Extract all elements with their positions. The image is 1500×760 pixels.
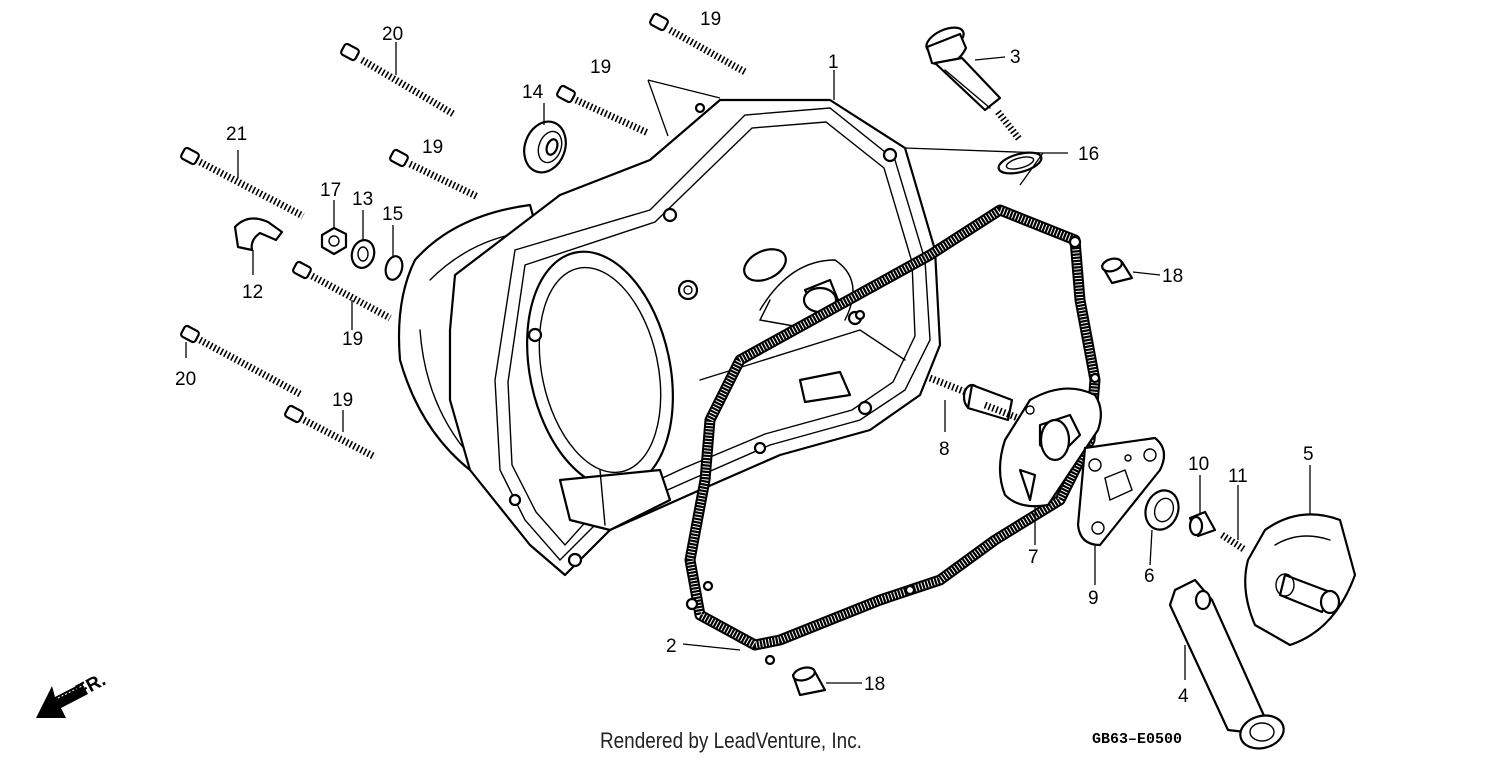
callout-19-mid: 19 — [590, 57, 611, 78]
callout-21: 21 — [226, 124, 247, 145]
cable-clamp — [233, 217, 284, 252]
callout-17: 17 — [320, 180, 341, 201]
cam-plate — [998, 387, 1102, 508]
callout-19-low: 19 — [342, 329, 363, 350]
starter-spindle — [1244, 513, 1357, 647]
callout-14: 14 — [522, 82, 544, 103]
kick-lever-arm — [1168, 578, 1285, 750]
washer — [350, 239, 376, 269]
dowel-pin-upper — [1100, 257, 1134, 285]
dowel-pin-lower — [791, 666, 827, 697]
stopper-plate — [1076, 436, 1166, 547]
callout-8: 8 — [939, 439, 950, 460]
cover-gasket — [684, 204, 1101, 666]
callout-20-top: 20 — [382, 24, 403, 45]
bolt-19-bottom — [284, 404, 377, 461]
bolt-19-left — [389, 148, 480, 201]
bolt-19-low — [292, 260, 392, 322]
callout-4: 4 — [1178, 686, 1189, 707]
front-direction-arrow-icon — [36, 683, 88, 718]
callout-20-low: 20 — [175, 369, 196, 390]
callout-19-top: 19 — [700, 9, 721, 30]
callout-7: 7 — [1028, 547, 1039, 568]
bolt-20-low — [180, 324, 302, 398]
callout-18-lower: 18 — [864, 674, 885, 695]
diagram-code: GB63–E0500 — [1092, 731, 1183, 748]
bolt-20-top — [340, 42, 457, 119]
seal-ring — [1144, 489, 1180, 531]
crankcase-cover — [397, 98, 942, 577]
spring — [1220, 532, 1247, 553]
callout-6: 6 — [1144, 566, 1155, 587]
callout-19-bottom: 19 — [332, 390, 353, 411]
leader-lines — [185, 42, 1311, 684]
callout-2: 2 — [666, 636, 677, 657]
oil-seal — [523, 120, 567, 174]
callout-12: 12 — [242, 282, 263, 303]
callout-9: 9 — [1088, 588, 1099, 609]
callout-10: 10 — [1188, 454, 1209, 475]
shaft — [928, 374, 1020, 422]
snap-ring — [384, 255, 404, 281]
callout-11: 11 — [1228, 466, 1248, 487]
callout-18-upper: 18 — [1162, 266, 1183, 287]
callout-16: 16 — [1078, 144, 1099, 165]
oil-filler-cap — [925, 26, 1023, 143]
callout-5: 5 — [1303, 444, 1314, 465]
callout-13: 13 — [352, 189, 373, 210]
render-credit: Rendered by LeadVenture, Inc. — [600, 728, 862, 753]
bolt-21 — [180, 146, 305, 220]
nut — [320, 226, 348, 256]
bolt-19-mid — [556, 84, 650, 137]
callout-1: 1 — [828, 52, 839, 73]
bolt-19-top — [649, 12, 747, 76]
callout-19-left: 19 — [422, 137, 443, 158]
callout-3: 3 — [1010, 47, 1021, 68]
callout-15: 15 — [382, 204, 403, 225]
collar — [1188, 510, 1217, 538]
